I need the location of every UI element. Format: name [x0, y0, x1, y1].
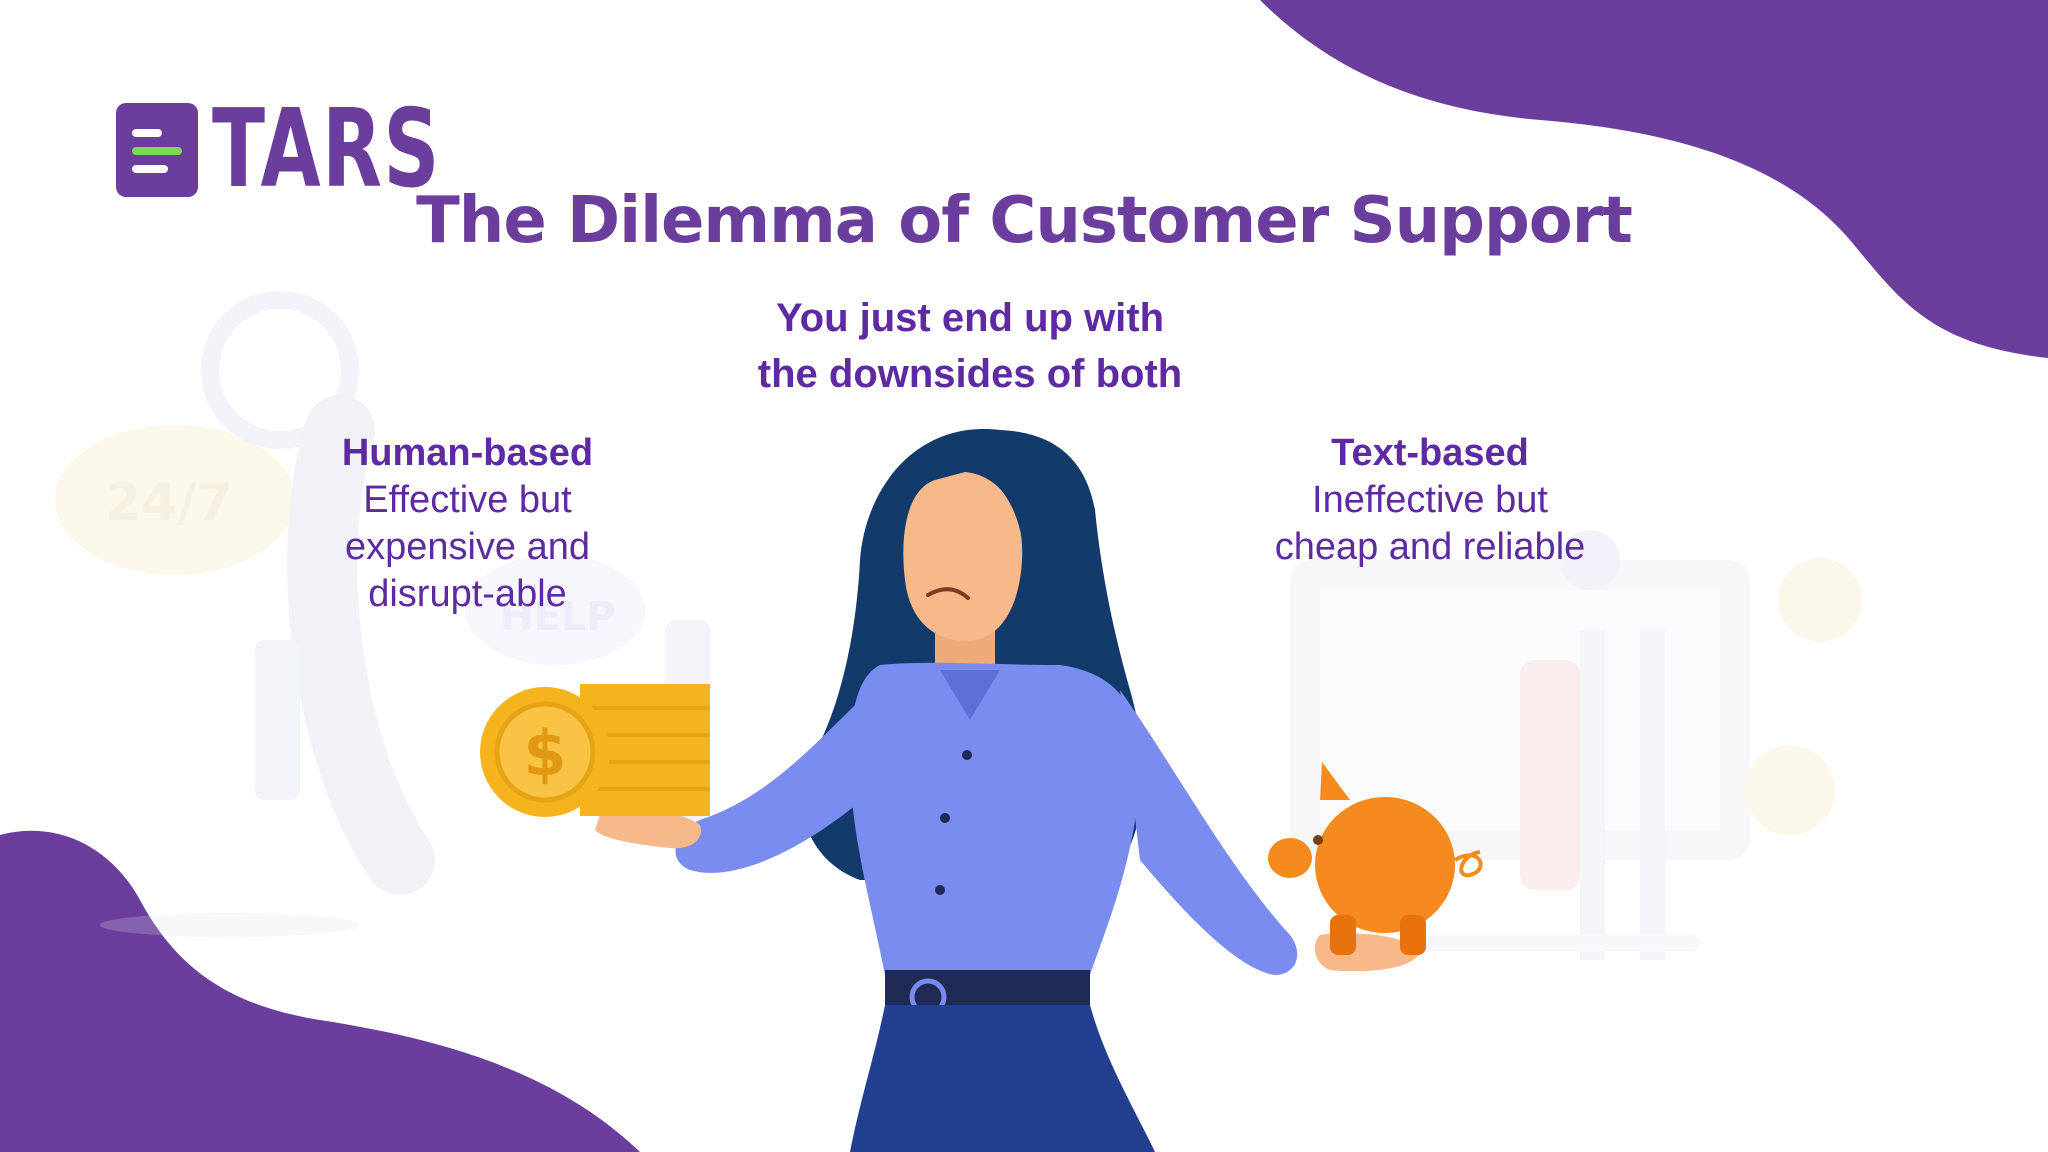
woman-left-arm: [675, 700, 885, 873]
woman-shirt: [850, 662, 1140, 975]
shirt-button-1: [962, 750, 972, 760]
bg-247-text: 24/7: [105, 473, 233, 533]
tars-logo-icon: [116, 103, 198, 197]
human-based-heading: Human-based: [341, 432, 594, 474]
sad-mouth: [926, 587, 970, 600]
text-based-line-2: cheap and reliable: [1274, 526, 1586, 568]
text-based-line-1: Ineffective but: [1312, 479, 1548, 521]
top-right-blob: [1260, 0, 2048, 358]
left-scene: 24/7 HELP: [55, 291, 710, 937]
woman-left-hand: [595, 809, 701, 849]
human-based-line-2: expensive and: [344, 526, 591, 568]
shirt-button-3: [935, 885, 945, 895]
bg-help-text: HELP: [500, 594, 616, 640]
shirt-button-2: [940, 813, 950, 823]
slide-subtitle: You just end up with the downsides of bo…: [645, 290, 1295, 402]
woman-face: [903, 472, 1023, 641]
subtitle-line-1: You just end up with: [775, 296, 1165, 340]
woman-right-arm: [1120, 690, 1298, 975]
dollar-coins-icon: $: [480, 684, 710, 817]
woman-belt: [885, 970, 1090, 1008]
svg-text:$: $: [523, 717, 566, 790]
woman-skirt: [850, 1005, 1155, 1152]
text-based-heading: Text-based: [1331, 432, 1529, 474]
tars-logo-text: TARS: [212, 87, 441, 212]
tars-logo: TARS: [116, 96, 530, 204]
piggy-bank-icon: [1268, 762, 1483, 955]
human-based-line-3: disrupt-able: [368, 573, 567, 615]
text-based-option: Text-based Ineffective but cheap and rel…: [1240, 430, 1620, 571]
slide-title: The Dilemma of Customer Support: [416, 184, 1633, 258]
subtitle-line-2: the downsides of both: [757, 352, 1183, 396]
shirt-collar: [940, 670, 1000, 720]
bottom-left-blob: [0, 830, 640, 1152]
human-based-line-1: Effective but: [363, 479, 572, 521]
human-based-option: Human-based Effective but expensive and …: [300, 430, 635, 618]
right-scene: [1290, 530, 1862, 960]
